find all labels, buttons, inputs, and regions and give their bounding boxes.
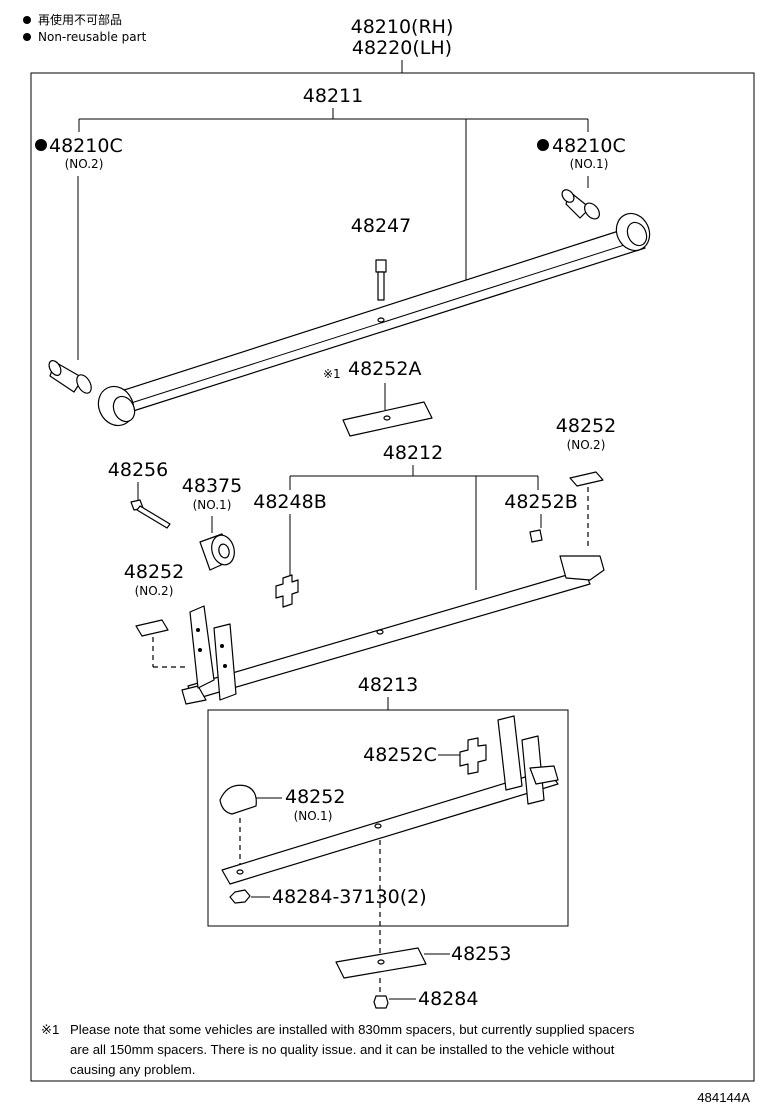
part-48256-label[interactable]: 48256 (108, 459, 168, 481)
part-48212-label[interactable]: 48212 (383, 442, 443, 464)
bolt-48256[interactable] (130, 499, 171, 529)
part-48252-no1-sub: (NO.1) (294, 809, 333, 823)
part-48213-label[interactable]: 48213 (358, 674, 418, 696)
part-48284-label[interactable]: 48284 (418, 988, 478, 1010)
part-48213-frame (207, 709, 569, 927)
legend-non-reusable-jp: 再使用不可部品 (38, 12, 122, 27)
part-48252-no2-left-sub: (NO.2) (135, 584, 174, 598)
note-line-3: causing any problem. (70, 1062, 195, 1077)
part-48284-37130-label[interactable]: 48284-37130(2) (272, 886, 427, 908)
part-48252-no2-top-label[interactable]: 48252 (556, 415, 616, 437)
note-line-1: Please note that some vehicles are insta… (70, 1022, 635, 1037)
part-48210c-no1-label[interactable]: 48210C (552, 135, 626, 157)
note-mark: ※1 (41, 1022, 59, 1037)
part-48375-sub: (NO.1) (193, 498, 232, 512)
non-reusable-bullet-icon (537, 139, 549, 151)
non-reusable-bullet-icon (23, 33, 31, 41)
part-48248b-label[interactable]: 48248B (253, 491, 326, 513)
bushing-48375[interactable] (199, 533, 238, 571)
part-48210c-no2-sub: (NO.2) (65, 157, 104, 171)
shim-48252-no2-left[interactable] (135, 619, 169, 637)
part-48252a-label[interactable]: 48252A (348, 358, 421, 380)
part-48252c-label[interactable]: 48252C (363, 744, 437, 766)
part-48252b-label[interactable]: 48252B (504, 491, 577, 513)
bushing-48210c-no2[interactable] (47, 359, 95, 396)
part-48375-label[interactable]: 48375 (182, 475, 242, 497)
note-line-2: are all 150mm spacers. There is no quali… (70, 1042, 615, 1057)
part-48252a-mark: ※1 (323, 367, 341, 381)
legend-non-reusable-en: Non-reusable part (38, 30, 147, 44)
clip-48252c[interactable] (459, 737, 487, 775)
clip-48248b[interactable] (275, 574, 299, 608)
shim-48252-no2-top[interactable] (569, 471, 604, 487)
part-48247-label[interactable]: 48247 (351, 215, 411, 237)
nut-48284-37130[interactable] (229, 889, 251, 904)
diagram-id: 484144A (697, 1090, 750, 1105)
nut-48284[interactable] (373, 995, 389, 1009)
non-reusable-bullet-icon (23, 16, 31, 24)
pad-48252-no1[interactable] (219, 784, 257, 815)
part-48252-no2-top-sub: (NO.2) (567, 438, 606, 452)
assembly-lh-number[interactable]: 48220(LH) (352, 37, 452, 59)
assembly-frame (30, 72, 755, 1082)
second-leaf-48212[interactable] (181, 555, 605, 705)
part-48252-no2-left-label[interactable]: 48252 (124, 561, 184, 583)
main-leaf-48211[interactable] (92, 208, 655, 431)
shim-48252b[interactable] (529, 529, 543, 543)
part-48253-label[interactable]: 48253 (451, 943, 511, 965)
center-bolt-48247[interactable] (375, 259, 387, 301)
non-reusable-bullet-icon (35, 139, 47, 151)
third-leaf-48213[interactable] (221, 715, 559, 885)
part-48210c-no2-label[interactable]: 48210C (49, 135, 123, 157)
assembly-rh-number[interactable]: 48210(RH) (351, 16, 454, 38)
part-48211-label[interactable]: 48211 (303, 85, 363, 107)
bushing-48210c-no1[interactable] (560, 187, 603, 221)
part-48210c-no1-sub: (NO.1) (570, 157, 609, 171)
part-48252-no1-label[interactable]: 48252 (285, 786, 345, 808)
